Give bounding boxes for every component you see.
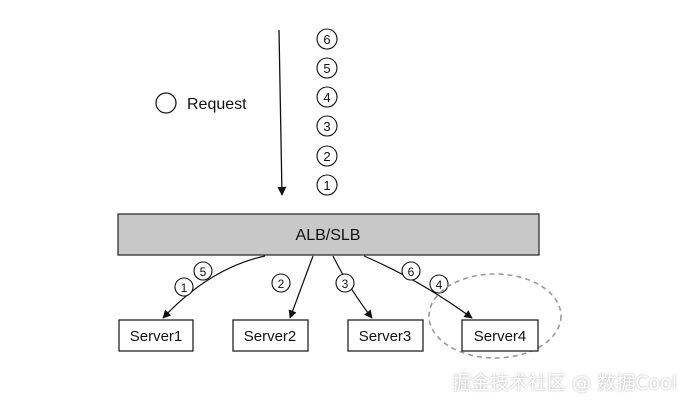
route-badge-circle [174, 277, 194, 297]
route-badge-number: 2 [278, 277, 285, 291]
route-badge-circle [429, 274, 449, 294]
server-node-4: Server4 [461, 319, 539, 352]
request-badge-circle [316, 115, 338, 137]
request-badge-number: 4 [323, 90, 330, 105]
route-badge-number: 5 [200, 265, 207, 279]
request-legend-circle [155, 92, 177, 114]
server-node-2: Server2 [232, 319, 309, 352]
route-arrow-server1 [162, 255, 266, 319]
request-badge-number: 5 [323, 61, 330, 76]
server-box [347, 319, 424, 352]
request-badge-circle [316, 28, 338, 50]
route-badge: 1 [174, 277, 194, 297]
request-badge: 4 [316, 86, 338, 108]
load-balancer-box [117, 213, 540, 256]
server4-highlight-ring [428, 273, 562, 359]
request-badge-number: 1 [323, 178, 330, 193]
route-badge-number: 4 [436, 278, 443, 292]
route-badge-number: 1 [181, 281, 188, 295]
server-node-1: Server1 [118, 319, 194, 352]
request-badge: 1 [316, 174, 338, 196]
request-badge: 2 [316, 145, 338, 167]
server-label: Server1 [130, 328, 183, 345]
route-badge: 6 [401, 261, 421, 281]
route-badge-circle [271, 273, 291, 293]
route-badge: 4 [429, 274, 449, 294]
server-box [461, 319, 539, 352]
request-badge: 6 [316, 28, 338, 50]
server-box [232, 319, 309, 352]
request-queue: 6 5 4 3 2 1 [316, 28, 338, 196]
route-badge: 3 [335, 273, 355, 293]
watermark: 掘金技术社区 @ 数据Cool [452, 372, 677, 394]
server-label: Server4 [474, 328, 527, 345]
request-badge: 3 [316, 115, 338, 137]
route-badge-number: 6 [408, 265, 415, 279]
server-node-3: Server3 [347, 319, 424, 352]
server-label: Server2 [244, 328, 297, 345]
route-badge: 2 [271, 273, 291, 293]
incoming-request-arrow [277, 29, 287, 196]
request-badge-circle [316, 145, 338, 167]
request-badge-number: 3 [323, 119, 330, 134]
request-badge: 5 [316, 57, 338, 79]
load-balancer: ALB/SLB [117, 213, 540, 256]
route-badge-circle [401, 261, 421, 281]
server-label: Server3 [359, 328, 412, 345]
server-box [118, 319, 194, 352]
request-badge-circle [316, 86, 338, 108]
route-badge-circle [193, 261, 213, 281]
request-badge-number: 6 [323, 32, 330, 47]
request-legend: Request [155, 92, 247, 114]
request-legend-label: Request [187, 96, 247, 113]
route-arrow-server2 [288, 255, 314, 319]
load-balancer-label: ALB/SLB [296, 227, 361, 244]
route-badge-number: 3 [342, 277, 349, 291]
request-badge-circle [316, 57, 338, 79]
route-arrow-server4 [363, 255, 473, 319]
request-badge-number: 2 [323, 149, 330, 164]
route-badge: 5 [193, 261, 213, 281]
route-badge-circle [335, 273, 355, 293]
request-badge-circle [316, 174, 338, 196]
